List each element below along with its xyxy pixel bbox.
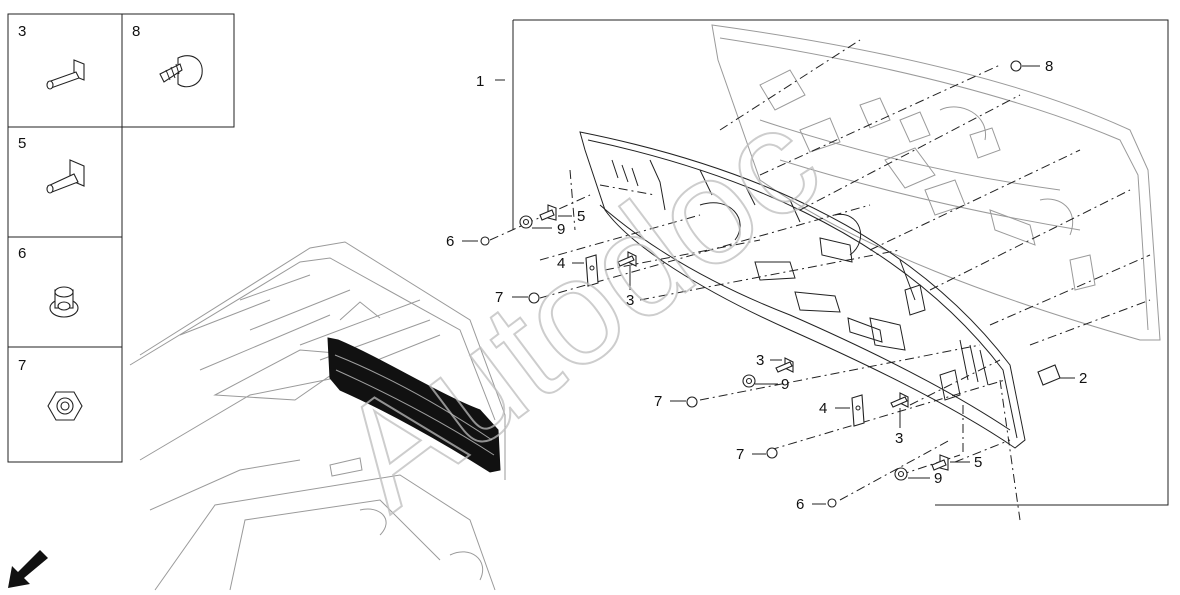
callout-6-top: 6	[446, 233, 454, 250]
tailgate-trim-panel-outer	[711, 24, 1161, 341]
assembly-guide-lines	[489, 39, 1151, 521]
callout-6-low: 6	[796, 496, 804, 513]
assembly-bracket	[495, 19, 1169, 506]
legend-num-5: 5	[18, 135, 26, 152]
callout-3-top: 3	[626, 292, 634, 309]
callout-7-low: 7	[736, 446, 744, 463]
direction-arrow-icon	[8, 550, 48, 588]
push-clip-icon	[159, 55, 203, 88]
hardware-parts	[480, 60, 1061, 508]
callout-5-low: 5	[974, 454, 982, 471]
callout-leaders	[462, 65, 1075, 505]
callout-3-low: 3	[895, 430, 903, 447]
callout-7-top: 7	[495, 289, 503, 306]
callout-9-low: 9	[934, 470, 942, 487]
legend-grid: 3 8 5 6 7	[7, 13, 235, 463]
callout-4-top: 4	[557, 255, 565, 272]
tailgate-trim-panel-inner	[579, 131, 1026, 449]
callout-9-mid: 9	[781, 376, 789, 393]
callout-labels: 1 2 8 6 9 5 4 3 7 3 9 7 4 3 7 5 9 6	[446, 58, 1087, 513]
hex-nut-icon	[47, 391, 83, 421]
legend-num-3: 3	[18, 23, 26, 40]
callout-9-top: 9	[557, 221, 565, 238]
legend-num-6: 6	[18, 245, 26, 262]
callout-7-mid: 7	[654, 393, 662, 410]
callout-8: 8	[1045, 58, 1053, 75]
legend-num-7: 7	[18, 357, 26, 374]
t-pin-icon	[46, 59, 85, 90]
vehicle-outline	[129, 241, 506, 591]
callout-3-mid: 3	[756, 352, 764, 369]
callout-2: 2	[1079, 370, 1087, 387]
callout-4-low: 4	[819, 400, 827, 417]
callout-5-top: 5	[577, 208, 585, 225]
watermark-text: Autodoc	[308, 75, 849, 540]
callout-1: 1	[476, 73, 484, 90]
flange-nut-icon	[49, 286, 79, 318]
t-pin-large-icon	[46, 159, 85, 194]
highlighted-trim-part	[327, 337, 501, 473]
legend-num-8: 8	[132, 23, 140, 40]
